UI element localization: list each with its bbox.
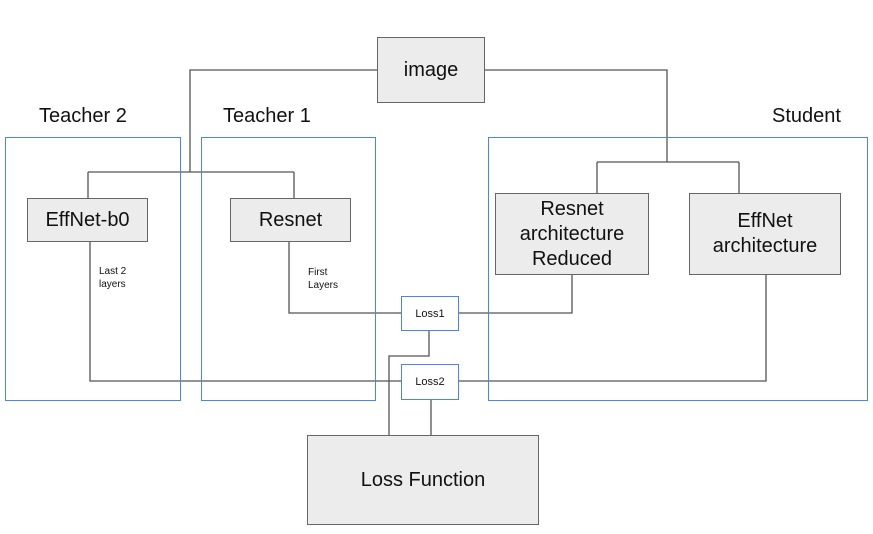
first-layers-note: First Layers: [308, 267, 339, 291]
effnet-b0-to-loss2-line: [89, 242, 402, 382]
last-2-layers-note: Last 2 layers: [99, 266, 127, 290]
image-to-student-line: [484, 69, 668, 162]
image-node[interactable]: image: [377, 37, 485, 103]
teacher1-label: Teacher 1: [223, 105, 311, 127]
resnet-reduced-to-loss1-line: [459, 274, 573, 314]
effnet-architecture-node[interactable]: EffNet architecture: [689, 193, 841, 275]
resnet-reduced-node[interactable]: Resnet architecture Reduced: [495, 193, 649, 275]
resnet-node[interactable]: Resnet: [230, 198, 351, 242]
teacher2-group: [5, 137, 181, 401]
loss1-box[interactable]: Loss1: [401, 296, 459, 331]
teacher2-label: Teacher 2: [39, 105, 127, 127]
student-label: Student: [772, 105, 841, 127]
loss-function-node[interactable]: Loss Function: [307, 435, 539, 525]
effnet-arch-to-loss2-line: [459, 274, 767, 382]
teacher1-group: [201, 137, 376, 401]
loss1-to-loss-function-line: [388, 330, 430, 436]
loss2-box[interactable]: Loss2: [401, 364, 459, 400]
resnet-to-loss1-line: [288, 242, 402, 314]
image-to-teachers-line: [189, 69, 378, 172]
effnet-b0-node[interactable]: EffNet-b0: [27, 198, 148, 242]
student-group: [488, 137, 868, 401]
